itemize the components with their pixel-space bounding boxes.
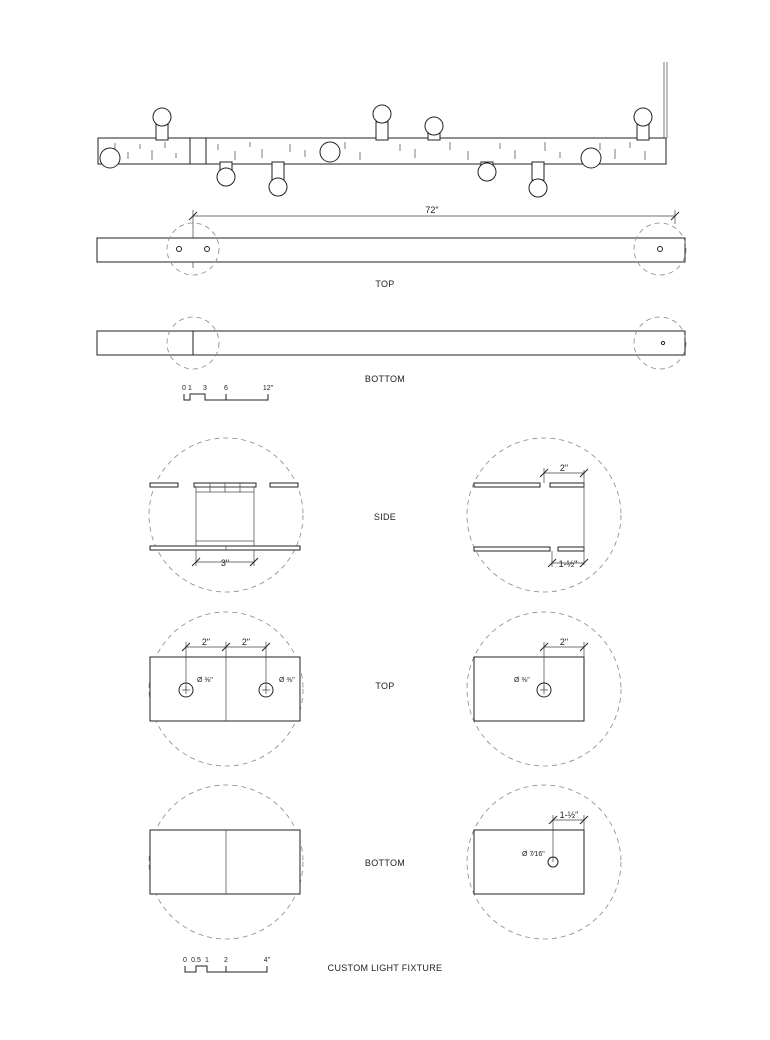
- svg-text:4": 4": [264, 957, 271, 964]
- plan-bottom: BOTTOM: [96, 316, 687, 384]
- bulb-up: [372, 104, 392, 141]
- side-right-bottom-dim: 1-½": [559, 559, 578, 569]
- hole-dim: Ø ⅜": [197, 677, 213, 684]
- detail-bottom-right: 1-½" Ø 7⁄16": [466, 784, 622, 940]
- bulb-up: [152, 107, 172, 141]
- svg-text:12": 12": [263, 385, 274, 392]
- scale-bar-small: 0 0.5 1 2 4": [183, 957, 271, 973]
- drawing-title: CUSTOM LIGHT FIXTURE: [328, 963, 443, 973]
- hole-dim: Ø ⅜": [514, 677, 530, 684]
- bulb-front: [580, 147, 602, 169]
- bulb-down: [216, 161, 236, 187]
- plan-top: 72" TOP: [96, 205, 687, 289]
- svg-text:1: 1: [188, 385, 192, 392]
- svg-text:0: 0: [183, 957, 187, 964]
- side-right-top-dim: 2": [560, 463, 568, 473]
- detail-top-right: 2" Ø ⅜": [466, 611, 622, 767]
- plan-bottom-bar: [96, 330, 686, 356]
- svg-text:0: 0: [182, 385, 186, 392]
- bottom-right-dim: 1-½": [560, 810, 579, 820]
- scale-bar-large: 0 1 3 6 12": [182, 385, 274, 401]
- bark-texture: [114, 142, 646, 160]
- detail-side-right: 2" 1-½": [466, 437, 622, 593]
- detail-bottom-left: [148, 784, 304, 940]
- svg-text:0.5: 0.5: [191, 957, 201, 964]
- plan-top-bar: [96, 237, 686, 263]
- detail-top-left: 2" 2" Ø ⅜" Ø ⅜": [148, 611, 304, 767]
- svg-text:2: 2: [224, 957, 228, 964]
- detail-bottom-label: BOTTOM: [365, 858, 405, 868]
- bulb-down: [528, 161, 548, 198]
- bulb-front: [319, 141, 341, 163]
- detail-side-left: 3": [148, 437, 304, 593]
- top-left-dim-a: 2": [202, 637, 210, 647]
- overall-length-dim: 72": [425, 205, 438, 215]
- side-left-dim: 3": [221, 558, 229, 568]
- detail-side-label: SIDE: [374, 512, 396, 522]
- svg-text:1: 1: [205, 957, 209, 964]
- plan-top-label: TOP: [375, 279, 394, 289]
- birch-bar: [97, 137, 667, 165]
- fixture-elevation: [97, 62, 668, 198]
- svg-text:3: 3: [203, 385, 207, 392]
- svg-text:6: 6: [224, 385, 228, 392]
- plan-bottom-label: BOTTOM: [365, 374, 405, 384]
- hole-dim: Ø 7⁄16": [522, 851, 545, 858]
- top-left-dim-b: 2": [242, 637, 250, 647]
- detail-top-label: TOP: [375, 681, 394, 691]
- bulb-up: [633, 107, 653, 141]
- bulb-front: [99, 147, 121, 169]
- hole-dim: Ø ⅜": [279, 677, 295, 684]
- top-right-dim: 2": [560, 637, 568, 647]
- bulb-down: [477, 161, 497, 182]
- bulb-up: [424, 116, 444, 141]
- bulb-down: [268, 161, 288, 197]
